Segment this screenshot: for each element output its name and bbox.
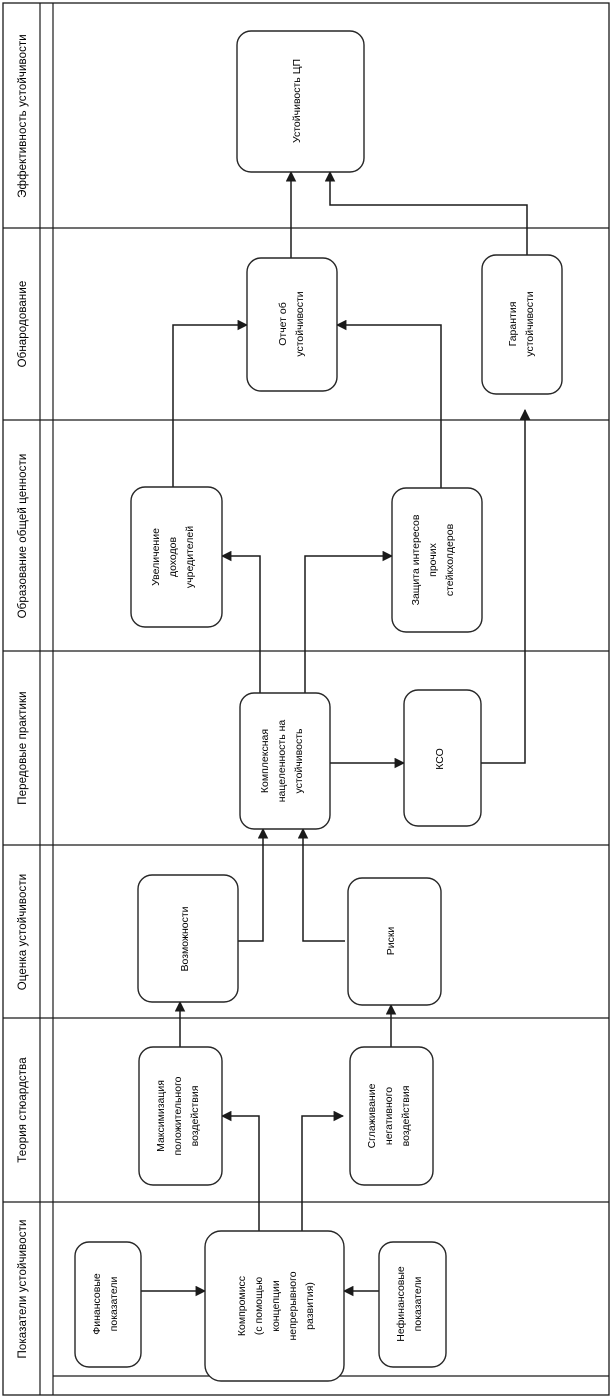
- node-label-line3: воздействия: [400, 1086, 412, 1147]
- node-box[interactable]: [239, 692, 331, 830]
- node-label: Возможности: [179, 906, 191, 971]
- node-box[interactable]: [347, 877, 442, 1006]
- node-assurance[interactable]: Гарантия устойчивости: [481, 254, 563, 395]
- lane-label-indicators: Показатели устойчивости: [17, 1220, 29, 1359]
- node-label-line1: Гарантия: [507, 302, 519, 347]
- node-max-positive[interactable]: Максимизация положительного воздействия: [138, 1046, 223, 1186]
- node-label-line2: прочих: [427, 542, 439, 576]
- lane-label-text: Передовые практики: [17, 691, 29, 804]
- node-compromise[interactable]: Компромисс (с помощью концепции непрерыв…: [204, 1230, 345, 1382]
- node-label-line5: развития): [304, 1282, 316, 1330]
- node-report[interactable]: Отчет об устойчивости: [246, 257, 338, 392]
- node-label-line1: Нефинансовые: [395, 1266, 407, 1342]
- node-label-line1: Максимизация: [155, 1080, 167, 1152]
- node-label-line1: Увеличение: [150, 528, 162, 586]
- node-label: Риски: [385, 927, 397, 956]
- node-label-line2: доходов: [167, 537, 179, 578]
- node-opportunities[interactable]: Возможности: [137, 874, 239, 1003]
- edge-compromise-to-maxpositive: [220, 1110, 260, 1231]
- node-box[interactable]: [246, 257, 338, 392]
- lane-label-text: Эффективность устойчивости: [17, 34, 29, 198]
- node-label-line1: Компромисс: [236, 1276, 248, 1336]
- node-label-line2: положительного: [172, 1076, 184, 1155]
- node-box[interactable]: [481, 254, 563, 395]
- edge-complexfocus-to-stakeholder: [304, 550, 394, 693]
- lane-label-text: Образование общей ценности: [17, 454, 29, 619]
- node-label-line1: Финансовые: [91, 1273, 103, 1335]
- node-nonfinancial[interactable]: Нефинансовые показатели: [378, 1241, 447, 1368]
- node-label-line3: учредителей: [184, 526, 196, 588]
- node-label-line4: непрерывного: [287, 1271, 299, 1340]
- node-label-line1: Защита интересов: [410, 514, 422, 605]
- node-box[interactable]: [130, 486, 223, 628]
- node-label-line2: (с помощью: [253, 1277, 265, 1335]
- node-sustainability-cp[interactable]: Устойчивость ЦП: [236, 30, 365, 173]
- lane-label-shared-value: Образование общей ценности: [17, 454, 29, 619]
- node-label-line1: Сглаживание: [366, 1083, 378, 1148]
- node-risks[interactable]: Риски: [347, 877, 442, 1006]
- node-box[interactable]: [349, 1046, 434, 1186]
- node-smooth-negative[interactable]: Сглаживание негативного воздействия: [349, 1046, 434, 1186]
- node-stakeholder-protection[interactable]: Защита интересов прочих стейкхолдеров: [391, 487, 483, 633]
- node-founder-income[interactable]: Увеличение доходов учредителей: [130, 486, 223, 628]
- node-box[interactable]: [403, 689, 482, 827]
- node-label-line2: нацеленность на: [276, 720, 288, 803]
- edge-assurance-to-sustainability: [324, 170, 528, 255]
- lane-label-assessment: Оценка устойчивости: [17, 874, 29, 990]
- node-financial[interactable]: Финансовые показатели: [74, 1241, 142, 1368]
- node-box[interactable]: [137, 874, 239, 1003]
- node-box[interactable]: [378, 1241, 447, 1368]
- edge-kso-to-assurance: [481, 408, 531, 764]
- lane-label-text: Показатели устойчивости: [17, 1220, 29, 1359]
- node-kso[interactable]: КСО: [403, 689, 482, 827]
- lane-label-disclosure: Обнародование: [17, 281, 29, 368]
- node-label-line3: устойчивость: [293, 728, 305, 793]
- node-label-line2: показатели: [108, 1277, 120, 1332]
- node-complex-focus[interactable]: Комплексная нацеленность на устойчивость: [239, 692, 331, 830]
- node-box[interactable]: [236, 30, 365, 173]
- lane-label-text: Обнародование: [17, 281, 29, 368]
- lane-label-stewardship: Теория стюардства: [17, 1057, 29, 1163]
- lane-label-text: Оценка устойчивости: [17, 874, 29, 990]
- node-label: Устойчивость ЦП: [291, 59, 303, 143]
- node-label: КСО: [434, 748, 446, 770]
- edge-compromise-to-smoothnegative: [301, 1110, 345, 1231]
- edge-risks-to-complexfocus: [297, 827, 345, 942]
- lane-label-effectiveness: Эффективность устойчивости: [17, 34, 29, 198]
- node-label-line3: концепции: [270, 1280, 282, 1332]
- node-label-line2: устойчивости: [294, 291, 306, 356]
- node-label-line3: стейкхолдеров: [444, 523, 456, 596]
- node-box[interactable]: [138, 1046, 223, 1186]
- node-box[interactable]: [204, 1230, 345, 1382]
- node-label-line1: Отчет об: [277, 302, 289, 346]
- node-box[interactable]: [391, 487, 483, 633]
- edge-opportunities-to-complexfocus: [238, 827, 269, 942]
- node-label-line2: негативного: [383, 1087, 395, 1145]
- edge-complexfocus-to-founder-income: [220, 550, 261, 693]
- node-label-line2: устойчивости: [524, 291, 536, 356]
- lane-label-best-practice: Передовые практики: [17, 691, 29, 804]
- node-label-line2: показатели: [412, 1277, 424, 1332]
- node-label-line3: воздействия: [189, 1086, 201, 1147]
- node-box[interactable]: [74, 1241, 142, 1368]
- node-label-line1: Комплексная: [259, 729, 271, 793]
- lane-label-text: Теория стюардства: [17, 1057, 29, 1163]
